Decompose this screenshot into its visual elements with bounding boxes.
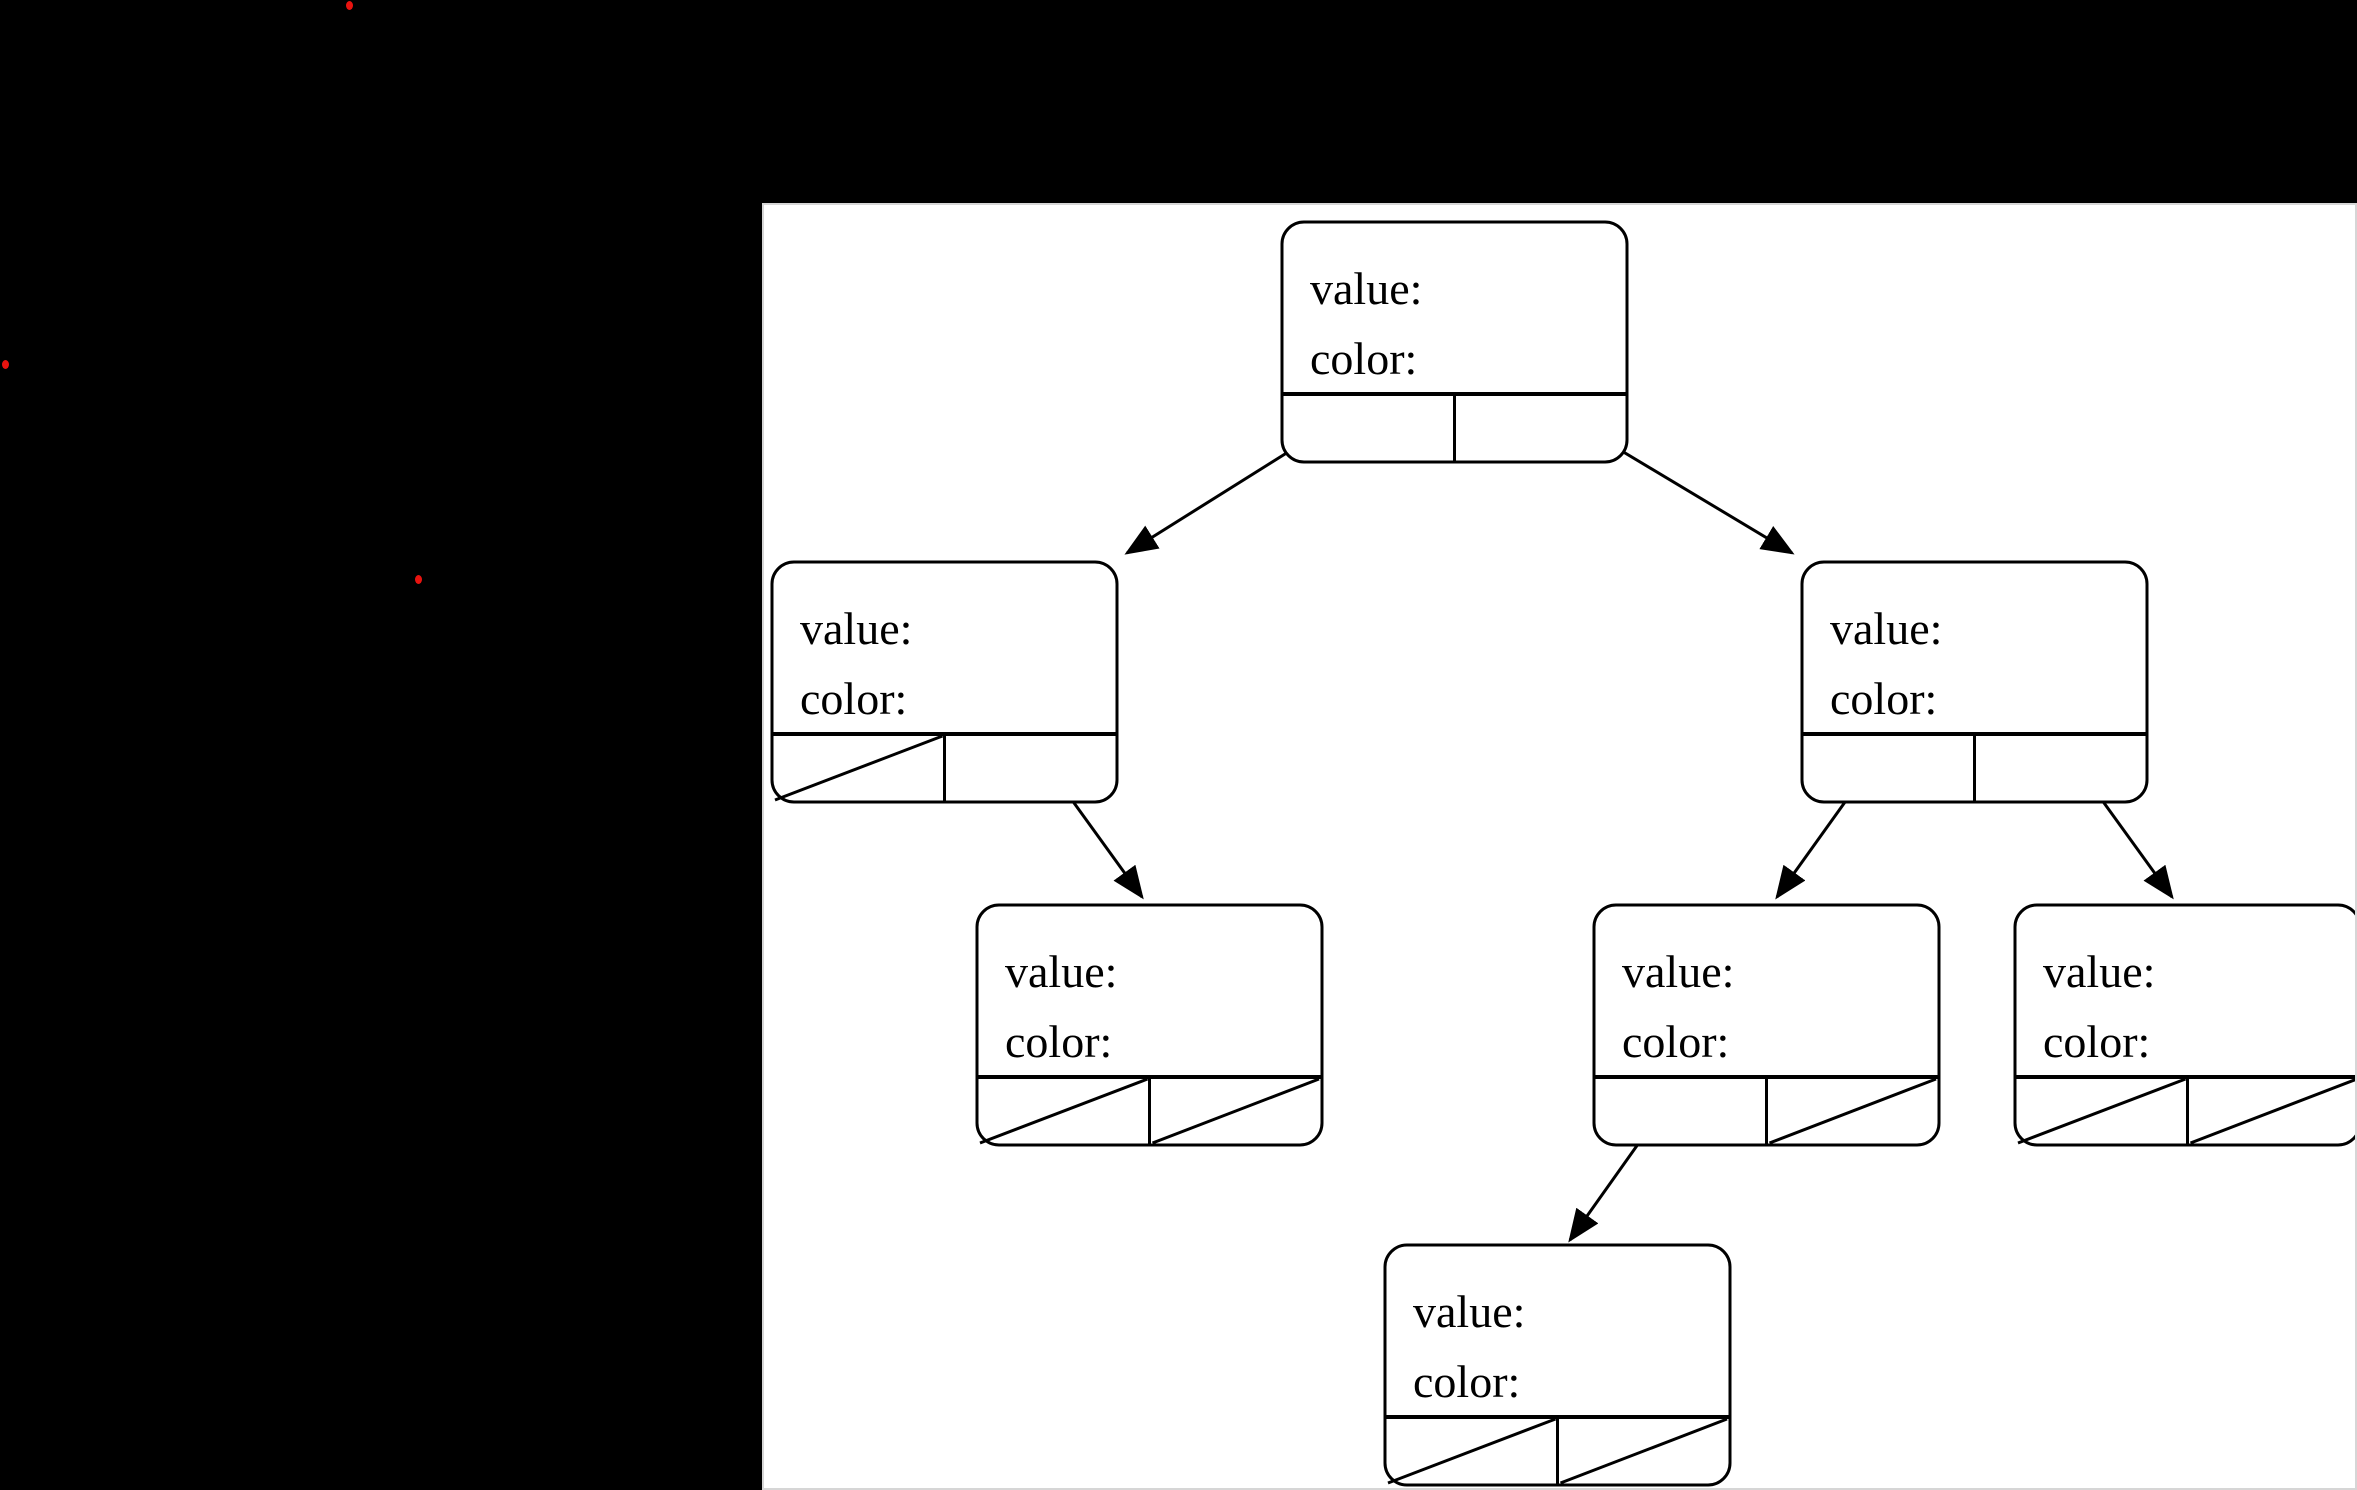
tree-node-right-right[interactable]: value: color: — [2013, 903, 2357, 1147]
tree-node-left-left-null-slash — [774, 734, 944, 802]
tree-node-left-value-label: value: — [800, 603, 912, 654]
tree-node-left-right-right-null-slash — [1151, 1077, 1320, 1145]
tree-node-deep-right-null-slash — [1559, 1417, 1728, 1485]
tree-node-root-value-label: value: — [1310, 263, 1422, 314]
tree-node-right-right-right-null-slash — [2189, 1078, 2355, 1145]
tree-node-right-left-color-label: color: — [1622, 1016, 1729, 1067]
tree-node-right-color-label: color: — [1830, 673, 1937, 724]
tree-node-right-right-left-null-slash — [2017, 1077, 2187, 1145]
diagram-canvas[interactable]: value:color:value:color:value:color:valu… — [762, 203, 2357, 1490]
tree-node-left-color-label: color: — [800, 673, 907, 724]
tree-node-root-color-label: color: — [1310, 333, 1417, 384]
tree-node-right-value-label: value: — [1830, 603, 1942, 654]
tree-node-right-right-color-label: color: — [2043, 1016, 2150, 1067]
tree-node-deep[interactable]: value: color: — [1383, 1243, 1732, 1487]
tree-node-right[interactable]: value: color: — [1800, 560, 2149, 804]
marker-dot-middle — [415, 575, 422, 584]
tree-node-deep-value-label: value: — [1413, 1286, 1525, 1337]
tree-node-right-right-value-label: value: — [2043, 946, 2155, 997]
tree-node-deep-color-label: color: — [1413, 1356, 1520, 1407]
tree-node-left-right-value-label: value: — [1005, 946, 1117, 997]
tree-node-left-right[interactable]: value: color: — [975, 903, 1324, 1147]
tree-node-right-left-value-label: value: — [1622, 946, 1734, 997]
tree-node-right-left[interactable]: value: color: — [1592, 903, 1941, 1147]
tree-node-right-left-right-null-slash — [1768, 1077, 1937, 1145]
tree-node-root[interactable]: value: color: — [1280, 220, 1629, 464]
tree-node-left-right-left-null-slash — [979, 1077, 1149, 1145]
tree-node-deep-left-null-slash — [1387, 1417, 1557, 1485]
tree-node-left-right-color-label: color: — [1005, 1016, 1112, 1067]
tree-diagram-svg: value:color:value:color:value:color:valu… — [770, 220, 2357, 1487]
marker-dot-left — [2, 360, 9, 369]
tree-node-left[interactable]: value: color: — [770, 560, 1119, 804]
marker-dot-top — [346, 1, 353, 10]
